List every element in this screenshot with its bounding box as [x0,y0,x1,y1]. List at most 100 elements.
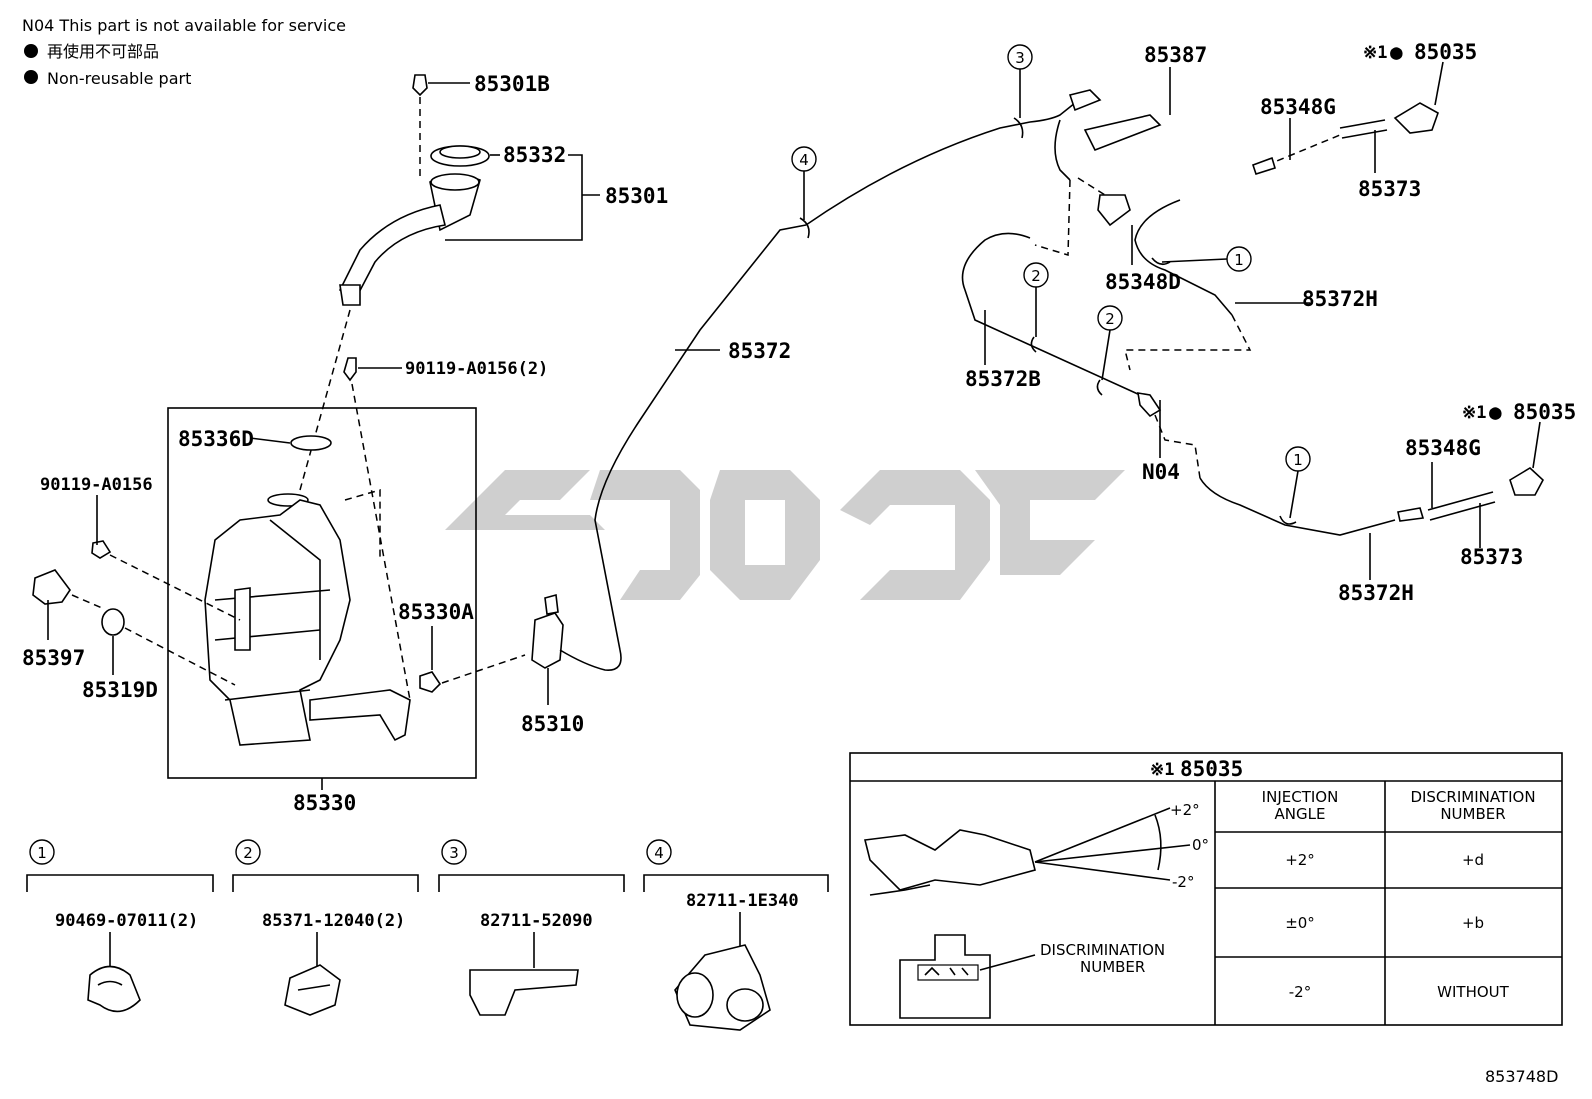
label-N04: N04 [1142,460,1180,484]
tank-bracket [309,689,411,742]
bullet-icon [24,70,38,84]
svg-text:2: 2 [1031,267,1041,285]
gasket-85336D [290,435,332,451]
label-85372: 85372 [728,339,791,363]
col-discrimination-line1: DISCRIMINATION [1410,788,1535,806]
label-85330A: 85330A [398,600,474,624]
pump-85310 [531,612,564,669]
bolt-90119-A0156 [91,540,112,559]
label-85372H-top: 85372H [1302,287,1378,311]
reservoir-box [167,357,477,779]
bolt-90119-A0156-2 [343,357,357,382]
label-85330: 85330 [293,791,356,815]
nozzle-85035-top [1393,102,1439,134]
grommet-85319D [101,608,125,636]
label-85373-top: 85373 [1358,177,1421,201]
svg-text:1: 1 [1234,251,1244,269]
detail-table: ※1 85035 INJECTION ANGLE DISCRIMINATION … [849,752,1563,1026]
label-85387: 85387 [1144,43,1207,67]
diagram-id: 853748D [1485,1067,1558,1086]
nozzle-85387 [1083,114,1162,152]
filler-neck [299,74,490,491]
label-85332: 85332 [503,143,566,167]
label-85348G-bottom: 85348G [1405,436,1481,460]
svg-text:3: 3 [449,844,459,862]
clip-legend: 1 90469-07011(2) 2 85371-12040(2) 3 8271… [26,839,829,1031]
label-90119-A0156-2: 90119-A0156(2) [405,359,548,379]
row1-number: +d [1462,851,1484,869]
nozzle-front-view: DISCRIMINATION NUMBER [899,934,1165,1019]
label-85319D: 85319D [82,678,158,702]
clip-2-part-number: 85371-12040(2) [262,911,405,931]
label-90119-A0156: 90119-A0156 [40,475,153,495]
col-injection-angle-line2: ANGLE [1275,805,1326,823]
svg-text:2: 2 [243,844,253,862]
bolt-85301B [412,74,428,97]
clip-1-part-number: 90469-07011(2) [55,911,198,931]
watermark-logo [445,470,1125,600]
nozzle-hoses [961,102,1544,536]
detail-title: 85035 [1180,757,1243,781]
dot-mark-top: ● [1390,40,1403,64]
col-discrimination-line2: NUMBER [1440,805,1505,823]
row3-number: WITHOUT [1437,983,1509,1001]
bullet-icon [24,44,38,58]
callouts-right: 2 2 1 1 [1023,246,1311,519]
label-85373-bottom: 85373 [1460,545,1523,569]
svg-text:3: 3 [1015,49,1025,67]
detail-ref-mark: ※1 [1150,760,1174,780]
joint-85348G-bottom [1397,507,1425,522]
label-85397: 85397 [22,646,85,670]
grommet-85330A [419,671,442,693]
angle-minus-label: -2° [1172,873,1194,891]
notes: N04 This part is not available for servi… [22,16,346,88]
ref1-mark-top: ※1 [1363,43,1387,63]
svg-text:4: 4 [654,844,664,862]
label-85348G-top: 85348G [1260,95,1336,119]
dot-mark-bottom: ● [1489,400,1502,424]
svg-text:4: 4 [799,151,809,169]
clip-4-part-number: 82711-1E340 [686,891,799,911]
labels-right: 85387 85348D 85372B N04 85348G 85373 ※1 … [965,40,1576,605]
label-85336D: 85336D [178,427,254,451]
joint-85348G-top [1251,156,1276,175]
label-85348D: 85348D [1105,270,1181,294]
clip-4: 4 82711-1E340 [643,839,829,1031]
note-nonreusable-jp: 再使用不可部品 [47,42,159,61]
clip-3-part-number: 82711-52090 [480,911,593,931]
col-injection-angle-line1: INJECTION [1262,788,1339,806]
disc-label-line2: NUMBER [1080,958,1145,976]
washer-pump [531,89,1102,671]
svg-text:1: 1 [1293,451,1303,469]
label-85372H-bottom: 85372H [1338,581,1414,605]
nozzle-85035-bottom [1509,467,1544,496]
row3-angle: -2° [1289,983,1311,1001]
label-85310: 85310 [521,712,584,736]
grommet-85397 [32,569,71,605]
disc-label-line1: DISCRIMINATION [1040,941,1165,959]
label-85301B: 85301B [474,72,550,96]
note-nonreusable-en: Non-reusable part [47,69,191,88]
joint-85348D [1097,194,1131,227]
leaders-right [984,61,1541,580]
leaders-left [47,82,720,790]
clip-3: 3 82711-52090 [438,839,625,1016]
clip-2: 2 85371-12040(2) [232,839,419,1016]
clip-1: 1 90469-07011(2) [26,839,214,1013]
svg-text:1: 1 [37,844,47,862]
washer-tank [204,499,351,746]
angle-zero-label: 0° [1192,836,1209,854]
angle-plus-label: +2° [1170,801,1200,819]
note-n04: N04 This part is not available for servi… [22,16,346,35]
label-85301: 85301 [605,184,668,208]
svg-text:2: 2 [1105,310,1115,328]
labels-left: 85301B 85332 85301 90119-A0156(2) 85336D… [22,72,791,815]
row2-number: +b [1462,914,1484,932]
label-85035-top: 85035 [1414,40,1477,64]
ref1-mark-bottom: ※1 [1462,403,1486,423]
joint-n04 [1137,392,1162,418]
nozzle-side-view: +2° 0° -2° [864,801,1209,896]
hose-clips: 4 3 [791,44,1033,239]
label-85372B: 85372B [965,367,1041,391]
